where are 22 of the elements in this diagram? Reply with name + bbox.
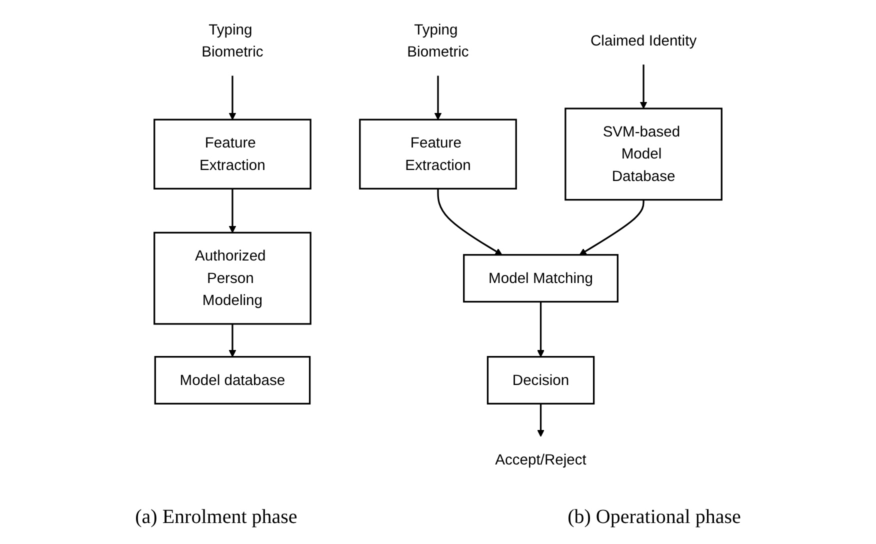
arrow bbox=[640, 64, 648, 109]
arrow bbox=[437, 188, 502, 256]
node-box: Authorized Person Modeling bbox=[154, 232, 312, 325]
node-box: Feature Extraction bbox=[154, 118, 312, 190]
arrow bbox=[537, 404, 544, 437]
node-box: Model Matching bbox=[463, 254, 618, 303]
node-text: Claimed Identity bbox=[590, 32, 697, 49]
arrow bbox=[228, 324, 236, 358]
node-text: Typing Biometric bbox=[202, 21, 264, 60]
node-box: Model database bbox=[154, 356, 311, 404]
node-box: Feature Extraction bbox=[359, 118, 517, 190]
arrow bbox=[228, 188, 236, 233]
caption-text: (a) Enrolment phase bbox=[135, 506, 298, 528]
arrow bbox=[579, 200, 644, 256]
arrow bbox=[434, 76, 442, 120]
caption-text: (b) Operational phase bbox=[568, 506, 741, 528]
node-text: Typing Biometric bbox=[407, 21, 469, 60]
node-text: Accept/Reject bbox=[495, 451, 586, 468]
arrow bbox=[228, 76, 236, 120]
node-box: Decision bbox=[486, 356, 595, 404]
node-box: SVM-based Model Database bbox=[564, 108, 722, 201]
arrow bbox=[537, 302, 544, 358]
